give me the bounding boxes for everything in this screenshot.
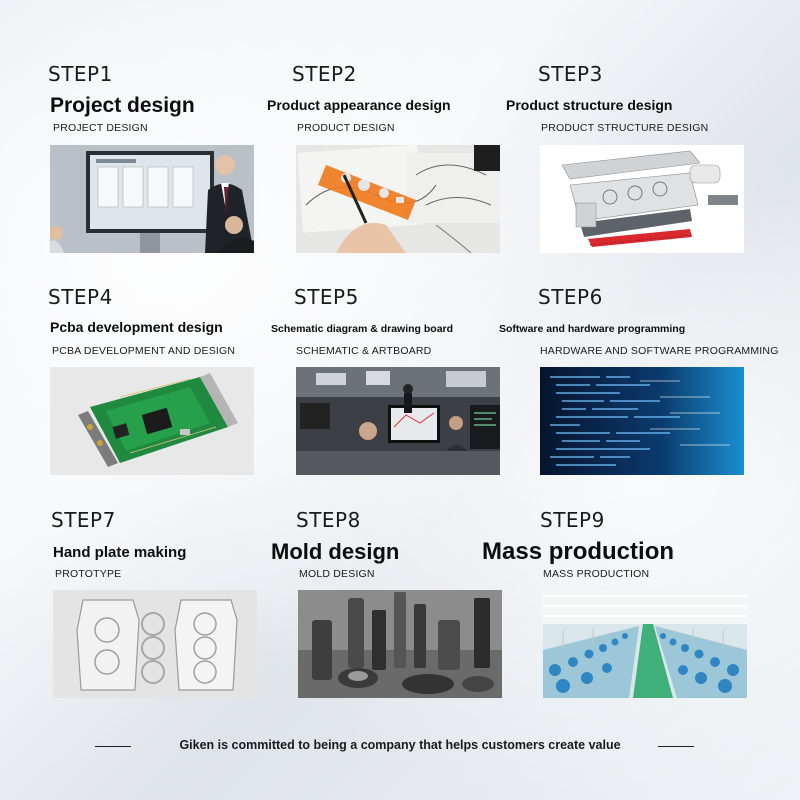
- exploded-model-photo-icon: [540, 145, 744, 253]
- step-label: STEP9: [540, 508, 605, 532]
- footer-left-rule: [95, 746, 131, 747]
- step-title: Mold design: [271, 539, 400, 564]
- step-subtitle: PRODUCT DESIGN: [297, 122, 395, 134]
- sketch-drawing-photo-icon: [296, 145, 500, 253]
- step-subtitle: PRODUCT STRUCTURE DESIGN: [541, 122, 709, 134]
- step-title: Project design: [50, 94, 195, 117]
- step-label: STEP1: [48, 62, 113, 86]
- code-screen-photo-icon: [540, 367, 744, 475]
- step-subtitle: MOLD DESIGN: [299, 568, 375, 580]
- step-title: Pcba development design: [50, 319, 223, 335]
- step-title: Mass production: [482, 538, 675, 565]
- footer-slogan: Giken is committed to being a company th…: [179, 738, 621, 752]
- step-subtitle: HARDWARE AND SOFTWARE PROGRAMMING: [540, 345, 779, 357]
- step-subtitle: SCHEMATIC & ARTBOARD: [296, 345, 432, 357]
- step-subtitle: PCBA DEVELOPMENT AND DESIGN: [52, 345, 236, 357]
- factory-floor-photo-icon: [543, 590, 747, 698]
- step-label: STEP2: [292, 62, 357, 86]
- step-title: Software and hardware programming: [499, 323, 686, 335]
- footer-right-rule: [658, 746, 694, 747]
- step-label: STEP7: [51, 508, 116, 532]
- step-label: STEP4: [48, 285, 113, 309]
- step-subtitle: PROTOTYPE: [55, 568, 122, 580]
- prototype-parts-photo-icon: [53, 590, 257, 698]
- circuit-board-photo-icon: [50, 367, 254, 475]
- step-title: Hand plate making: [53, 544, 187, 561]
- presentation-photo-icon: [50, 145, 254, 253]
- step-title: Schematic diagram & drawing board: [271, 323, 454, 335]
- step-subtitle: PROJECT DESIGN: [53, 122, 148, 134]
- step-label: STEP5: [294, 285, 359, 309]
- office-engineers-photo-icon: [296, 367, 500, 475]
- metal-molds-photo-icon: [298, 590, 502, 698]
- footer: Giken is committed to being a company th…: [0, 736, 800, 756]
- step-title: Product appearance design: [267, 97, 451, 113]
- step-subtitle: MASS PRODUCTION: [543, 568, 650, 580]
- step-title: Product structure design: [506, 97, 673, 113]
- step-label: STEP8: [296, 508, 361, 532]
- step-label: STEP6: [538, 285, 603, 309]
- step-label: STEP3: [538, 62, 603, 86]
